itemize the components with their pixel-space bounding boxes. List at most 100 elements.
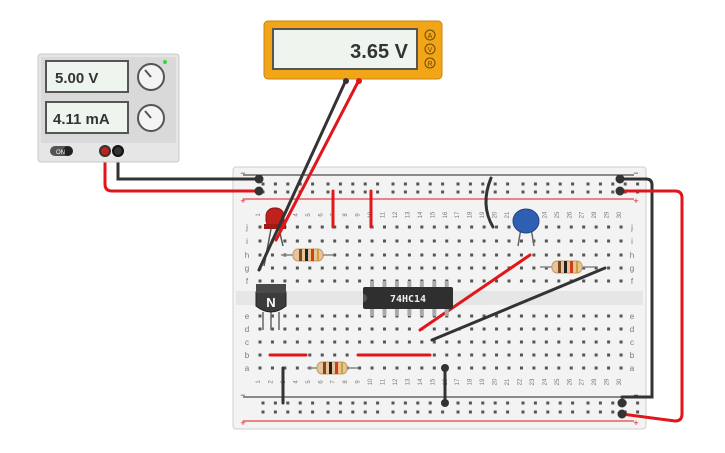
hole[interactable] — [428, 190, 432, 194]
hole[interactable] — [420, 340, 424, 344]
hole[interactable] — [507, 366, 511, 370]
hole[interactable] — [506, 190, 510, 194]
hole[interactable] — [457, 225, 461, 229]
hole[interactable] — [383, 327, 386, 331]
hole[interactable] — [338, 182, 342, 186]
hole[interactable] — [320, 340, 324, 344]
hole[interactable] — [507, 253, 511, 257]
hole[interactable] — [457, 279, 461, 283]
hole[interactable] — [308, 327, 312, 331]
hole[interactable] — [391, 182, 395, 186]
hole[interactable] — [295, 279, 299, 283]
hole[interactable] — [286, 182, 290, 186]
hole[interactable] — [507, 314, 511, 318]
hole[interactable] — [519, 353, 523, 357]
hole[interactable] — [295, 239, 299, 243]
hole[interactable] — [320, 279, 324, 283]
hole[interactable] — [532, 327, 536, 331]
hole[interactable] — [582, 253, 586, 257]
hole[interactable] — [351, 182, 355, 186]
hole[interactable] — [273, 182, 277, 186]
hole[interactable] — [370, 366, 374, 370]
hole[interactable] — [270, 366, 274, 370]
hole[interactable] — [383, 239, 386, 243]
hole[interactable] — [432, 253, 436, 257]
hole[interactable] — [594, 225, 598, 229]
hole[interactable] — [258, 353, 262, 357]
hole[interactable] — [358, 225, 362, 229]
hole[interactable] — [594, 314, 598, 318]
hole[interactable] — [470, 366, 474, 370]
hole[interactable] — [470, 266, 474, 270]
resistor-1[interactable] — [281, 248, 333, 262]
hole[interactable] — [286, 401, 290, 405]
hole[interactable] — [270, 327, 274, 331]
hole[interactable] — [470, 314, 474, 318]
hole[interactable] — [428, 182, 432, 186]
hole[interactable] — [395, 340, 399, 344]
hole[interactable] — [582, 225, 586, 229]
hole[interactable] — [383, 253, 386, 257]
hole[interactable] — [286, 190, 290, 194]
hole[interactable] — [456, 410, 460, 414]
hole[interactable] — [607, 340, 611, 344]
hole[interactable] — [569, 340, 573, 344]
hole[interactable] — [457, 314, 461, 318]
hole[interactable] — [544, 314, 548, 318]
hole[interactable] — [532, 253, 536, 257]
hole[interactable] — [495, 327, 499, 331]
mode-button[interactable] — [424, 43, 436, 55]
hole[interactable] — [395, 327, 399, 331]
probe-black[interactable] — [257, 78, 348, 272]
hole[interactable] — [544, 327, 548, 331]
hole[interactable] — [270, 266, 274, 270]
hole[interactable] — [598, 401, 602, 405]
hole[interactable] — [445, 327, 449, 331]
hole[interactable] — [507, 353, 511, 357]
hole[interactable] — [470, 253, 474, 257]
hole[interactable] — [619, 279, 623, 283]
hole[interactable] — [308, 239, 312, 243]
hole[interactable] — [428, 410, 432, 414]
hole[interactable] — [258, 239, 262, 243]
hole[interactable] — [416, 401, 420, 405]
hole[interactable] — [482, 353, 486, 357]
hole[interactable] — [320, 239, 324, 243]
hole[interactable] — [270, 253, 274, 257]
hole[interactable] — [333, 353, 337, 357]
hole[interactable] — [546, 182, 550, 186]
hole[interactable] — [619, 366, 623, 370]
hole[interactable] — [598, 182, 602, 186]
hole[interactable] — [558, 190, 562, 194]
hole[interactable] — [295, 340, 299, 344]
hole[interactable] — [636, 401, 640, 405]
hole[interactable] — [607, 279, 611, 283]
hole[interactable] — [326, 182, 330, 186]
hole[interactable] — [470, 225, 474, 229]
hole[interactable] — [338, 410, 342, 414]
hole[interactable] — [456, 190, 460, 194]
hole[interactable] — [533, 182, 537, 186]
hole[interactable] — [345, 340, 349, 344]
hole[interactable] — [506, 182, 510, 186]
hole[interactable] — [311, 182, 315, 186]
hole[interactable] — [333, 314, 337, 318]
hole[interactable] — [611, 190, 615, 194]
hole[interactable] — [544, 225, 548, 229]
hole[interactable] — [495, 366, 499, 370]
hole[interactable] — [619, 225, 623, 229]
hole[interactable] — [594, 327, 598, 331]
hole[interactable] — [395, 366, 399, 370]
hole[interactable] — [273, 190, 277, 194]
hole[interactable] — [619, 353, 623, 357]
hole[interactable] — [470, 239, 474, 243]
hole[interactable] — [333, 266, 337, 270]
hole[interactable] — [345, 353, 349, 357]
wire-rail-right-black[interactable] — [618, 177, 654, 399]
hole[interactable] — [376, 401, 380, 405]
hole[interactable] — [320, 225, 324, 229]
hole[interactable] — [416, 190, 420, 194]
hole[interactable] — [607, 353, 611, 357]
hole[interactable] — [326, 410, 330, 414]
hole[interactable] — [571, 190, 575, 194]
